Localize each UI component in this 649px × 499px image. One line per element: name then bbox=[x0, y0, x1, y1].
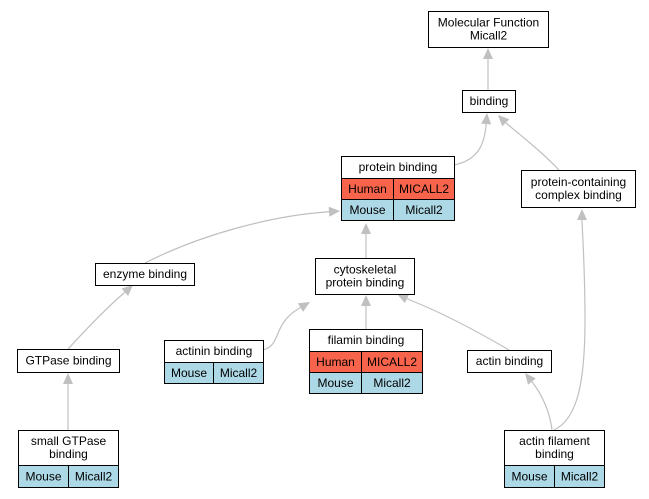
arrowhead bbox=[483, 48, 493, 59]
node-border bbox=[315, 258, 415, 295]
node-border bbox=[521, 170, 636, 208]
node-border bbox=[462, 90, 516, 113]
arrowhead bbox=[63, 373, 73, 384]
node-title-box bbox=[315, 258, 415, 295]
node-border bbox=[341, 156, 455, 221]
species-label: Human bbox=[316, 355, 355, 369]
species-label: Mouse bbox=[349, 203, 385, 217]
edge-protein-containing-complex-binding-to-binding bbox=[498, 115, 560, 171]
node-border bbox=[18, 430, 119, 488]
node-label: actin binding bbox=[476, 354, 543, 368]
edge-cytoskeletal-protein-binding-to-protein-binding bbox=[361, 223, 371, 258]
node-label: GTPase binding bbox=[25, 354, 111, 368]
node-border bbox=[467, 350, 552, 373]
node-label: protein binding bbox=[359, 160, 438, 174]
node-border bbox=[17, 349, 120, 373]
node-title-box bbox=[18, 430, 119, 466]
edge-line bbox=[453, 125, 487, 166]
node-label: actinin binding bbox=[176, 344, 253, 358]
node-border bbox=[164, 340, 264, 384]
node-label: actin filament bbox=[519, 434, 590, 448]
node-label: cytoskeletal bbox=[334, 263, 397, 277]
gene-label: Micall2 bbox=[75, 470, 113, 484]
node-border bbox=[504, 430, 605, 488]
arrowhead bbox=[297, 302, 310, 312]
node-actin-binding[interactable]: actin binding bbox=[467, 350, 552, 373]
node-label: binding bbox=[470, 94, 509, 108]
node-border bbox=[428, 11, 549, 48]
edge-protein-binding-to-binding bbox=[453, 113, 492, 166]
edge-line-tail bbox=[406, 298, 411, 301]
edge-line bbox=[144, 211, 327, 264]
arrowhead bbox=[525, 373, 536, 385]
node-label: small GTPase bbox=[31, 434, 107, 448]
edge-line bbox=[67, 292, 125, 350]
edge-line-tail bbox=[123, 291, 126, 294]
edges bbox=[63, 48, 587, 431]
edge-binding-to-molecular-function bbox=[483, 48, 493, 90]
edge-line-tail bbox=[297, 307, 301, 310]
arrowhead bbox=[361, 295, 371, 306]
node-label: Micall2 bbox=[470, 29, 508, 43]
species-label: Mouse bbox=[511, 470, 547, 484]
node-title-box bbox=[521, 170, 636, 208]
node-enzyme-binding[interactable]: enzyme binding bbox=[95, 263, 195, 286]
node-title-box bbox=[504, 430, 605, 466]
edge-line bbox=[505, 122, 560, 171]
gene-label: MICALL2 bbox=[399, 182, 449, 196]
node-binding[interactable]: binding bbox=[462, 90, 516, 113]
node-label: complex binding bbox=[535, 188, 622, 202]
arrowhead bbox=[498, 115, 510, 127]
gene-label: Micall2 bbox=[561, 470, 599, 484]
gene-label: Micall2 bbox=[220, 366, 258, 380]
node-border bbox=[95, 263, 195, 286]
arrowhead bbox=[121, 285, 133, 297]
node-label: enzyme binding bbox=[103, 267, 187, 281]
node-label: filamin binding bbox=[328, 333, 405, 347]
edge-actinin-binding-to-cytoskeletal-protein-binding bbox=[262, 302, 310, 351]
edge-line bbox=[532, 382, 553, 431]
arrowhead bbox=[328, 206, 340, 217]
edge-small-gtpase-binding-to-gtpase-binding bbox=[63, 373, 73, 430]
species-label: Mouse bbox=[317, 376, 353, 390]
edge-enzyme-binding-to-protein-binding bbox=[144, 206, 340, 264]
node-label: protein-containing bbox=[531, 175, 626, 189]
arrowhead bbox=[481, 113, 492, 125]
node-label: Molecular Function bbox=[438, 16, 539, 30]
node-label: binding bbox=[535, 447, 574, 461]
edge-actin-filament-binding-to-actin-binding bbox=[525, 373, 553, 431]
nodes: Molecular FunctionMicall2bindingprotein … bbox=[17, 11, 636, 488]
arrowhead bbox=[361, 223, 371, 234]
node-border bbox=[309, 329, 423, 394]
node-label: binding bbox=[49, 447, 88, 461]
edge-gtpase-binding-to-enzyme-binding bbox=[67, 285, 133, 350]
edge-line-tail bbox=[531, 381, 534, 384]
node-gtpase-binding[interactable]: GTPase binding bbox=[17, 349, 120, 373]
edge-line bbox=[409, 299, 510, 351]
edge-filamin-binding-to-cytoskeletal-protein-binding bbox=[361, 295, 371, 329]
species-label: Human bbox=[348, 182, 387, 196]
arrowhead bbox=[577, 209, 587, 220]
node-label: protein binding bbox=[326, 276, 405, 290]
species-label: Mouse bbox=[25, 470, 61, 484]
gene-label: Micall2 bbox=[405, 203, 443, 217]
edge-actin-binding-to-cytoskeletal-protein-binding bbox=[397, 294, 510, 351]
edge-line bbox=[553, 220, 586, 431]
edge-actin-filament-binding-to-protein-containing-complex-binding bbox=[553, 209, 587, 431]
gene-label: Micall2 bbox=[373, 376, 411, 390]
arrowhead bbox=[397, 294, 410, 304]
edge-line bbox=[262, 308, 299, 351]
species-label: Mouse bbox=[171, 366, 207, 380]
gene-label: MICALL2 bbox=[367, 355, 417, 369]
